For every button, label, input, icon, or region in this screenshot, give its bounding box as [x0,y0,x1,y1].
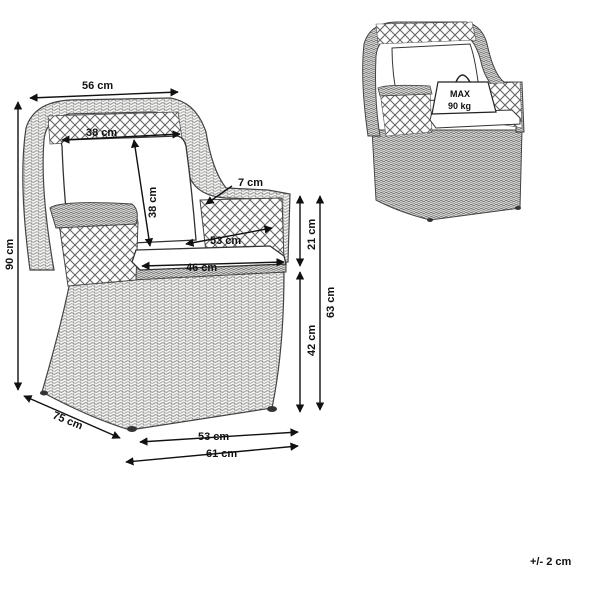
label-depth: 75 cm [51,410,85,433]
weight-line1: MAX [450,89,470,99]
label-seat-width: 46 cm [186,262,217,274]
dim-line-armrest-thickness [205,185,233,205]
dim-line-total-width [125,442,299,466]
dim-line-backrest-height [130,139,154,247]
chair-weight-drawing: MAX 90 kg [362,21,525,222]
dim-line-depth [23,395,121,439]
dim-line-backrest-width [61,130,181,144]
label-base-width: 53 cm [198,431,229,443]
label-backrest-width: 38 cm [86,127,117,139]
dimension-lines [13,88,325,466]
label-seat-depth: 53 cm [210,235,241,247]
dim-line-top-width [29,88,179,102]
label-top-width: 56 cm [82,80,113,92]
label-seat-height: 42 cm [306,325,318,356]
dim-line-seat-width [141,258,285,270]
label-armrest-thickness: 7 cm [238,177,263,189]
label-total-height: 90 cm [4,239,16,270]
tolerance-note: +/- 2 cm [530,556,572,568]
dim-line-base-width [139,428,299,446]
weight-line2: 90 kg [448,101,471,111]
dimension-labels: 56 cm 38 cm 38 cm 7 cm 53 cm 46 cm 90 cm… [4,80,337,460]
label-backrest-height: 38 cm [147,187,159,218]
label-armrest-height: 21 cm [306,219,318,250]
label-arm-floor-height: 63 cm [325,287,337,318]
label-total-width: 61 cm [206,448,237,460]
dim-line-seat-depth [185,225,273,247]
